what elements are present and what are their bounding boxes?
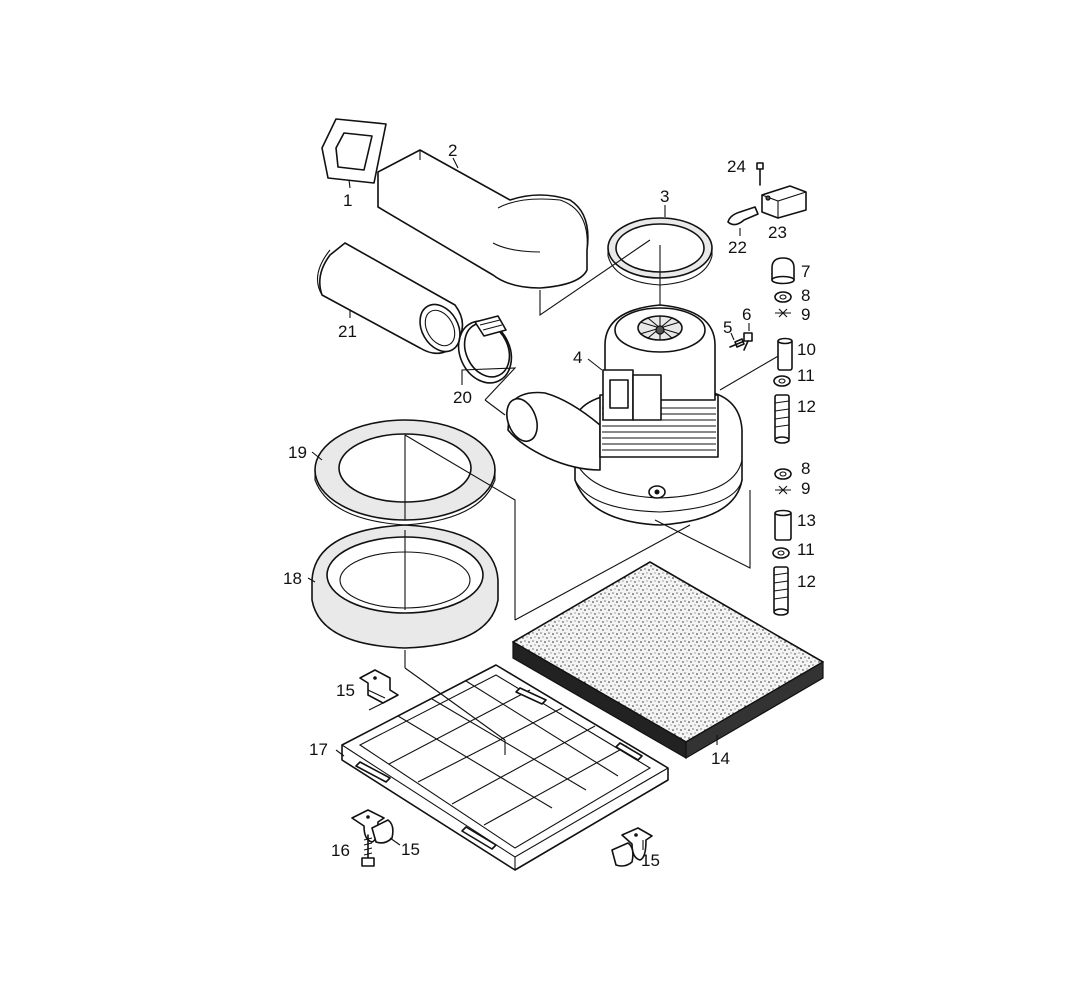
callout-15-left: 15 — [401, 840, 420, 859]
callout-5: 5 — [723, 318, 732, 337]
part-13-spacer — [774, 509, 792, 541]
part-18-bowl — [307, 524, 499, 668]
callout-13: 13 — [797, 511, 816, 530]
part-12-bolt-lower — [773, 566, 789, 616]
callout-9-lower: 9 — [801, 479, 810, 498]
callout-17: 17 — [309, 740, 328, 759]
callout-16: 16 — [331, 841, 350, 860]
part-12-bolt-upper — [774, 394, 790, 444]
callout-20: 20 — [453, 388, 472, 407]
part-4-motor — [506, 304, 781, 569]
part-11-washer-upper — [773, 375, 791, 387]
callout-9-upper: 9 — [801, 305, 810, 324]
part-11-washer-lower — [772, 547, 790, 559]
part-8-nut-upper — [774, 291, 792, 303]
callout-7: 7 — [801, 262, 810, 281]
part-24-screw — [756, 162, 764, 186]
part-9-washer-lower — [775, 485, 791, 495]
part-8-nut-lower — [774, 468, 792, 480]
callout-2: 2 — [448, 141, 457, 160]
callout-1: 1 — [343, 191, 352, 210]
callout-11-upper: 11 — [797, 366, 815, 385]
part-7-cap — [771, 257, 795, 285]
callout-labels: 1 2 3 4 5 6 7 8 9 10 11 12 8 9 13 11 12 … — [283, 141, 816, 870]
part-16-screw — [361, 834, 375, 867]
callout-3: 3 — [660, 187, 669, 206]
callout-6: 6 — [742, 305, 751, 324]
callout-15-top: 15 — [336, 681, 355, 700]
part-5-6-screws — [729, 323, 753, 351]
callout-11-lower: 11 — [797, 540, 815, 559]
part-15-bracket-left — [351, 809, 401, 846]
callout-21: 21 — [338, 322, 357, 341]
callout-4: 4 — [573, 348, 582, 367]
callout-8-upper: 8 — [801, 286, 810, 305]
part-15-bracket-right — [611, 827, 653, 867]
part-21-hose — [316, 242, 464, 355]
part-23-switch — [761, 185, 807, 219]
part-2-duct — [377, 149, 589, 289]
part-14-foam-filter — [512, 524, 824, 760]
part-19-ring — [311, 419, 516, 620]
callout-12-upper: 12 — [797, 397, 816, 416]
part-22-connector — [727, 206, 759, 236]
callout-12-lower: 12 — [797, 572, 816, 591]
callout-24: 24 — [727, 157, 746, 176]
callout-19: 19 — [288, 443, 307, 462]
part-1-gasket — [321, 118, 387, 189]
callout-10: 10 — [797, 340, 816, 359]
callout-18: 18 — [283, 569, 302, 588]
part-9-washer-upper — [775, 308, 791, 318]
callout-23: 23 — [768, 223, 787, 242]
callout-8-lower: 8 — [801, 459, 810, 478]
part-15-bracket-top — [359, 669, 399, 711]
callout-14: 14 — [711, 749, 730, 768]
part-17-grid — [335, 664, 669, 871]
callout-22: 22 — [728, 238, 747, 257]
part-10-spacer — [777, 337, 793, 371]
callout-15-right: 15 — [641, 851, 660, 870]
part-3-ring — [539, 205, 713, 317]
part-20-hose-clamp — [457, 315, 517, 416]
